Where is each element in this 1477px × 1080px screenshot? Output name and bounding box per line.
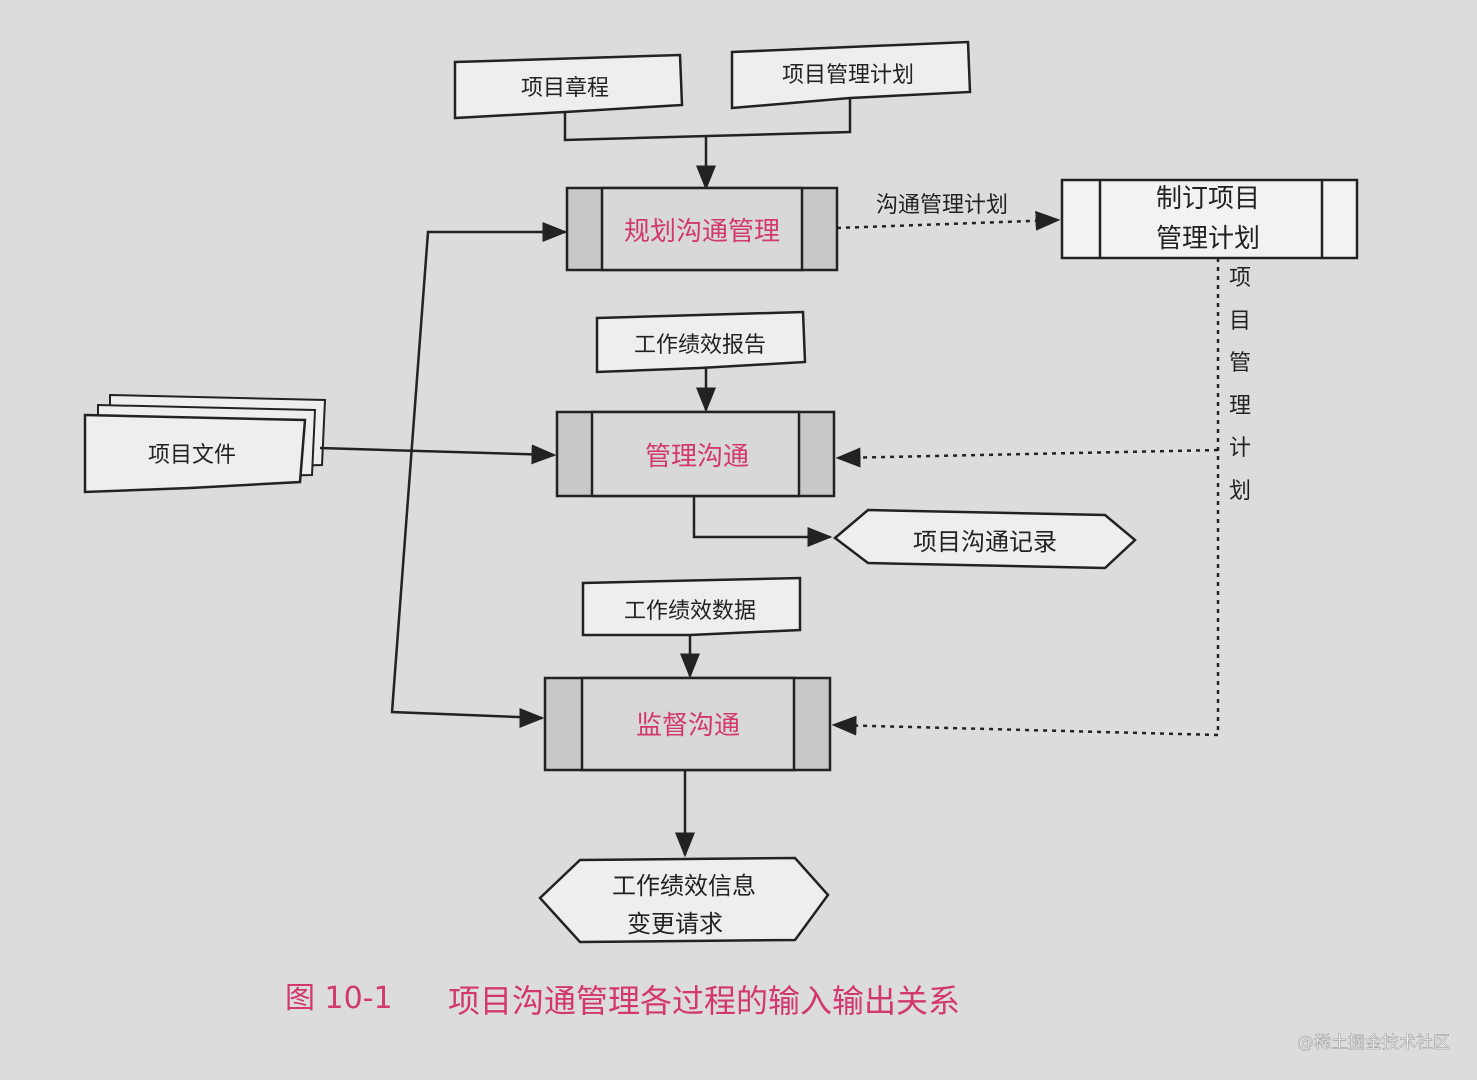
output-work-perf-info: 工作绩效信息 变更请求 xyxy=(538,856,830,944)
svg-text:目: 目 xyxy=(1229,309,1251,334)
process-monitor-communications: 监督沟通 xyxy=(543,676,832,772)
svg-text:项目文件: 项目文件 xyxy=(148,443,236,468)
input-pm-plan: 项目管理计划 xyxy=(730,40,972,110)
watermark: @稀土掘金技术社区 xyxy=(1297,1033,1450,1053)
svg-text:工作绩效报告: 工作绩效报告 xyxy=(634,333,766,358)
docs-to-manage-arrow xyxy=(319,444,557,465)
arrow-to-records xyxy=(692,496,833,547)
input-project-documents: 项目文件 xyxy=(83,393,327,494)
input-project-charter: 项目章程 xyxy=(453,53,684,120)
input-work-performance-reports: 工作绩效报告 xyxy=(595,310,807,374)
figure-title: 项目沟通管理各过程的输入输出关系 xyxy=(448,982,960,1020)
pm-plan-label: 项目管理计划 xyxy=(782,63,914,88)
svg-text:计: 计 xyxy=(1229,436,1251,461)
figure-number: 图 10-1 xyxy=(285,981,393,1016)
svg-text:监督沟通: 监督沟通 xyxy=(636,711,740,741)
pm-plan-to-monitor-arrow xyxy=(831,715,1219,737)
comm-plan-label: 沟通管理计划 xyxy=(876,193,1008,218)
process-plan-communications: 规划沟通管理 xyxy=(565,186,839,272)
svg-text:管: 管 xyxy=(1229,351,1251,376)
process-manage-communications: 管理沟通 xyxy=(555,410,836,498)
svg-text:项目沟通记录: 项目沟通记录 xyxy=(913,528,1057,556)
pm-plan-to-manage-arrow xyxy=(835,447,1219,468)
input-work-performance-data: 工作绩效数据 xyxy=(581,576,802,637)
develop-pm-plan-line1: 制订项目 xyxy=(1156,184,1260,214)
svg-text:理: 理 xyxy=(1229,394,1251,419)
svg-text:划: 划 xyxy=(1229,479,1251,504)
output-comm-records: 项目沟通记录 xyxy=(833,508,1137,570)
pm-plan-vertical-label: 项 目 管 理 计 划 xyxy=(1229,266,1251,504)
project-charter-label: 项目章程 xyxy=(521,76,609,101)
svg-text:工作绩效数据: 工作绩效数据 xyxy=(624,599,756,624)
svg-text:管理沟通: 管理沟通 xyxy=(645,442,749,472)
svg-text:变更请求: 变更请求 xyxy=(627,910,723,938)
svg-text:项: 项 xyxy=(1229,266,1251,291)
comm-plan-arrow xyxy=(836,210,1061,231)
plan-communications-label: 规划沟通管理 xyxy=(624,217,780,247)
svg-text:工作绩效信息: 工作绩效信息 xyxy=(612,872,756,900)
process-develop-pm-plan: 制订项目 管理计划 xyxy=(1060,178,1359,260)
develop-pm-plan-line2: 管理计划 xyxy=(1156,224,1260,254)
input-merge-line xyxy=(563,98,852,142)
docs-branch-line xyxy=(390,230,565,720)
